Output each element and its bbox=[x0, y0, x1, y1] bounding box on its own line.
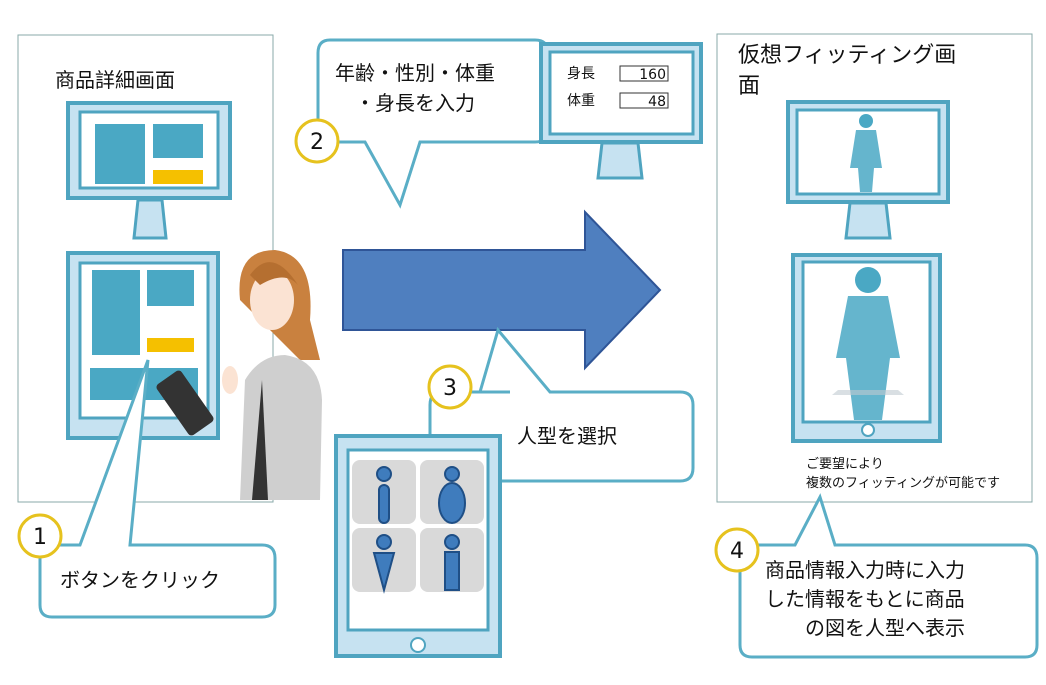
desktop-monitor-fitting bbox=[786, 100, 950, 240]
step-4-number: 4 bbox=[730, 539, 744, 564]
step-2-number: 2 bbox=[310, 130, 324, 155]
height-label: 身長 bbox=[567, 66, 595, 82]
fitting-note-line1: ご要望により bbox=[806, 456, 884, 472]
step-3-number: 3 bbox=[443, 376, 457, 401]
step-2-badge bbox=[294, 118, 340, 164]
step-1-callout bbox=[38, 359, 277, 619]
add-button-highlight bbox=[153, 170, 203, 184]
fitting-note-line2: 複数のフィッティングが可能です bbox=[806, 475, 1000, 491]
weight-input[interactable] bbox=[619, 92, 669, 109]
woman-with-tablet-illustration bbox=[156, 250, 322, 500]
flow-arrow bbox=[342, 209, 662, 371]
step-1-number: 1 bbox=[33, 525, 47, 550]
step-4-text-line3: の図を人型へ表示 bbox=[805, 616, 965, 640]
step-3-text: 人型を選択 bbox=[517, 424, 617, 448]
step-2-text-line1: 年齢・性別・体重 bbox=[335, 61, 495, 85]
step-2-text-line2: ・身長を入力 bbox=[355, 91, 475, 115]
tablet-fitting bbox=[791, 253, 942, 443]
virtual-fitting-title-line2: 面 bbox=[738, 74, 760, 99]
virtual-fitting-title-line1: 仮想フィッティング画 bbox=[738, 43, 956, 68]
desktop-monitor-input-form: 身長 160 体重 48 bbox=[539, 42, 703, 180]
product-detail-title: 商品詳細画面 bbox=[55, 68, 175, 92]
weight-label: 体重 bbox=[567, 93, 595, 109]
height-input[interactable] bbox=[619, 65, 669, 82]
step-4-text-line2: した情報をもとに商品 bbox=[765, 587, 965, 611]
step-1-badge bbox=[17, 513, 63, 559]
height-value: 160 bbox=[639, 67, 666, 83]
step-4-text-line1: 商品情報入力時に入力 bbox=[765, 558, 965, 582]
tablet-body-type-selection bbox=[334, 434, 502, 658]
desktop-monitor-product bbox=[66, 101, 232, 240]
step-4-badge bbox=[714, 527, 760, 573]
step-1-text: ボタンをクリック bbox=[60, 568, 220, 592]
weight-value: 48 bbox=[648, 94, 666, 110]
step-3-badge bbox=[427, 364, 473, 410]
